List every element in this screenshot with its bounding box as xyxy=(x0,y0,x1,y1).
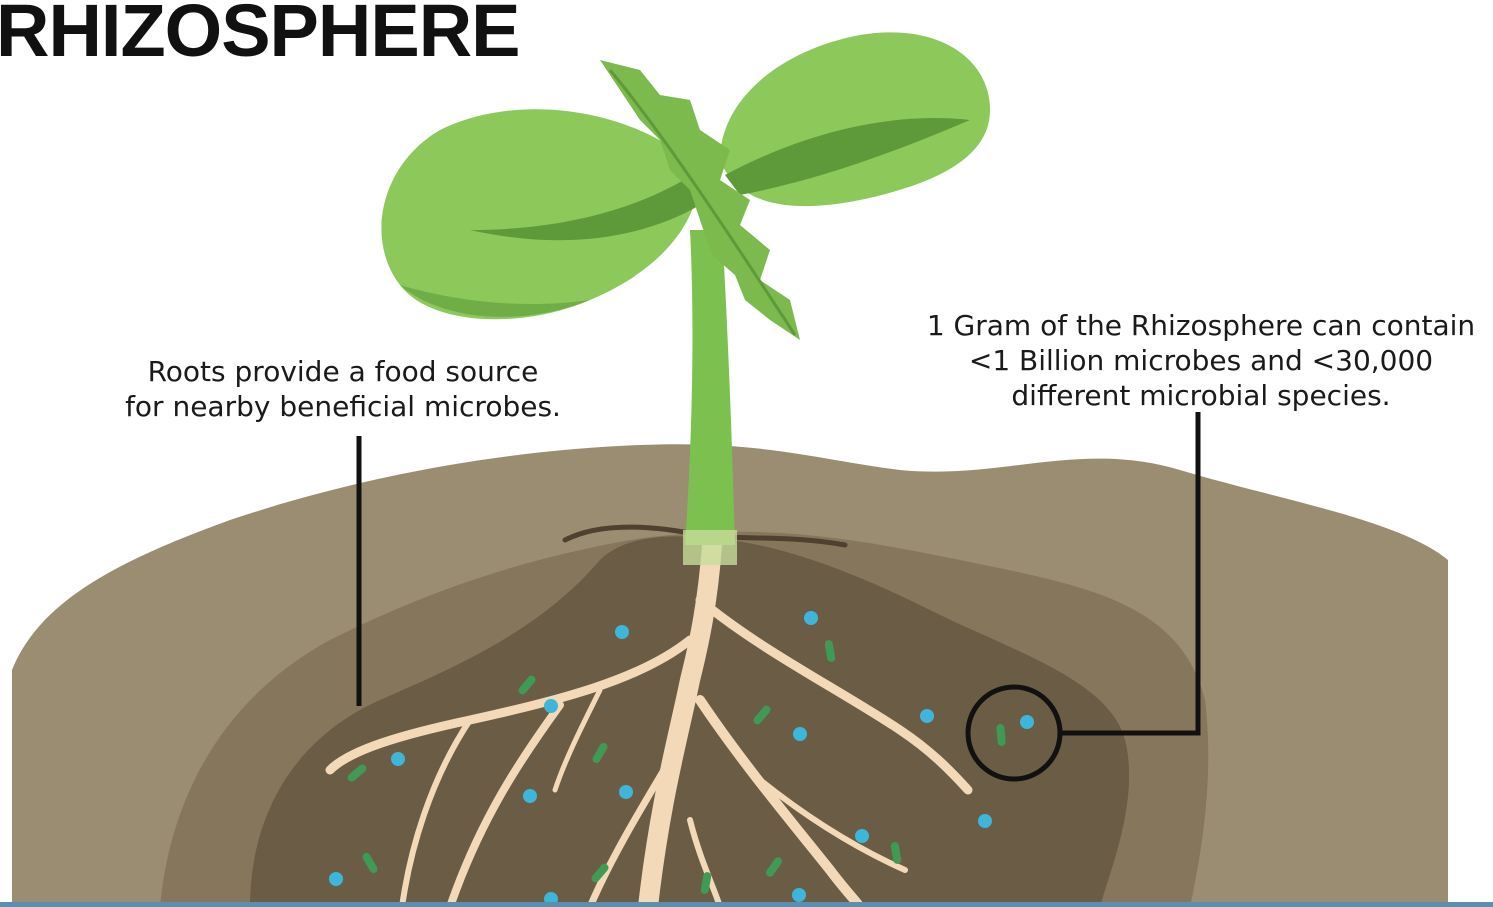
callout-right-line-2: <1 Billion microbes and <30,000 xyxy=(896,343,1493,378)
callout-left-line-2: for nearby beneficial microbes. xyxy=(105,389,581,424)
callout-microbe-count: 1 Gram of the Rhizosphere can contain <1… xyxy=(896,308,1493,413)
callout-left-line-1: Roots provide a food source xyxy=(105,354,581,389)
stem-base-fade xyxy=(683,530,737,565)
plant-stem xyxy=(685,230,735,545)
bottom-edge-strip xyxy=(0,902,1493,907)
page-title: RHIZOSPHERE xyxy=(0,0,520,68)
callout-right-line-1: 1 Gram of the Rhizosphere can contain xyxy=(896,308,1493,343)
callout-right-line-3: different microbial species. xyxy=(896,378,1493,413)
callout-roots-food-source: Roots provide a food source for nearby b… xyxy=(105,354,581,424)
